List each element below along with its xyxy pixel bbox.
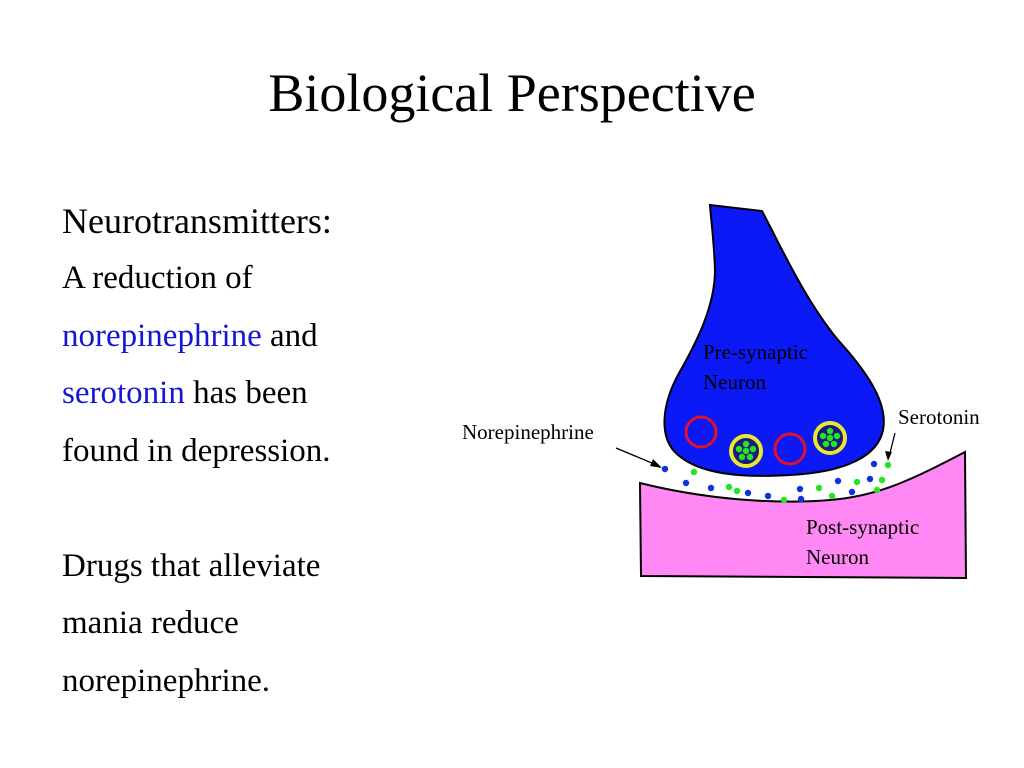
norepinephrine-highlight: norepinephrine: [62, 317, 262, 354]
serotonin-molecule: [830, 440, 838, 448]
serotonin-dot: [853, 478, 861, 486]
serotonin-molecule: [742, 440, 750, 448]
serotonin-dot: [878, 476, 886, 484]
norepinephrine-dot: [834, 477, 842, 485]
norepinephrine-dot: [764, 492, 772, 500]
body-line: serotonin has been: [62, 365, 482, 423]
body-line: norepinephrine and: [62, 308, 482, 366]
serotonin-vesicle: [729, 434, 763, 468]
serotonin-dot: [828, 492, 836, 500]
body-line: found in depression.: [62, 432, 331, 469]
body-text-fragment: and: [261, 317, 318, 354]
norepinephrine-dot: [848, 488, 856, 496]
norepinephrine-dot: [682, 479, 690, 487]
serotonin-dot: [873, 486, 881, 494]
norepinephrine-dot: [866, 475, 874, 483]
serotonin-dot: [884, 461, 892, 469]
serotonin-molecule: [819, 432, 827, 440]
pre-synaptic-label: Pre-synaptic: [703, 340, 808, 364]
norepinephrine-dot: [796, 485, 804, 493]
serotonin-molecule: [735, 445, 743, 453]
pre-synaptic-label: Neuron: [703, 370, 766, 394]
serotonin-molecule: [742, 447, 750, 455]
norepinephrine-arrow: [615, 447, 662, 468]
pre-synaptic-neuron: [663, 203, 885, 477]
serotonin-molecule: [749, 445, 757, 453]
slide-body: Neurotransmitters: A reduction of norepi…: [62, 192, 482, 710]
serotonin-dot: [780, 496, 788, 504]
norepinephrine-dot: [744, 489, 752, 497]
serotonin-vesicle: [813, 421, 847, 455]
body-line: mania reduce: [62, 605, 239, 641]
serotonin-dot: [690, 468, 698, 476]
serotonin-molecule: [826, 434, 834, 442]
serotonin-molecule: [826, 427, 834, 435]
serotonin-dot: [733, 487, 741, 495]
body-text-fragment: has been: [184, 375, 308, 411]
serotonin-label: Serotonin: [898, 405, 980, 429]
serotonin-molecule: [738, 453, 746, 461]
serotonin-molecule: [746, 453, 754, 461]
synapse-diagram: Pre-synaptic Neuron Norepinephrine Serot…: [462, 203, 980, 580]
serotonin-dot: [815, 484, 823, 492]
empty-vesicle: [684, 415, 718, 449]
slide-title: Biological Perspective: [268, 63, 756, 123]
empty-vesicle: [773, 432, 807, 466]
serotonin-dot: [725, 483, 733, 491]
serotonin-highlight: serotonin: [62, 375, 185, 411]
body-line: A reduction of: [62, 260, 253, 296]
arrow-head: [650, 459, 662, 468]
norepinephrine-label: Norepinephrine: [462, 420, 594, 444]
paragraph-gap: [62, 480, 482, 538]
body-line: norepinephrine.: [62, 662, 271, 699]
serotonin-molecule: [833, 432, 841, 440]
norepinephrine-dot: [797, 495, 805, 503]
norepinephrine-dot: [870, 460, 878, 468]
post-synaptic-label: Post-synaptic: [806, 515, 919, 539]
body-heading: Neurotransmitters:: [62, 201, 332, 241]
body-line: Drugs that alleviate: [62, 547, 321, 584]
arrow-head: [885, 451, 892, 461]
serotonin-arrow: [885, 432, 896, 461]
norepinephrine-dot: [661, 465, 669, 473]
synaptic-cleft-molecules: [661, 460, 892, 504]
post-synaptic-label: Neuron: [806, 545, 869, 569]
serotonin-molecule: [822, 440, 830, 448]
norepinephrine-dot: [707, 484, 715, 492]
post-synaptic-neuron: [638, 450, 968, 580]
